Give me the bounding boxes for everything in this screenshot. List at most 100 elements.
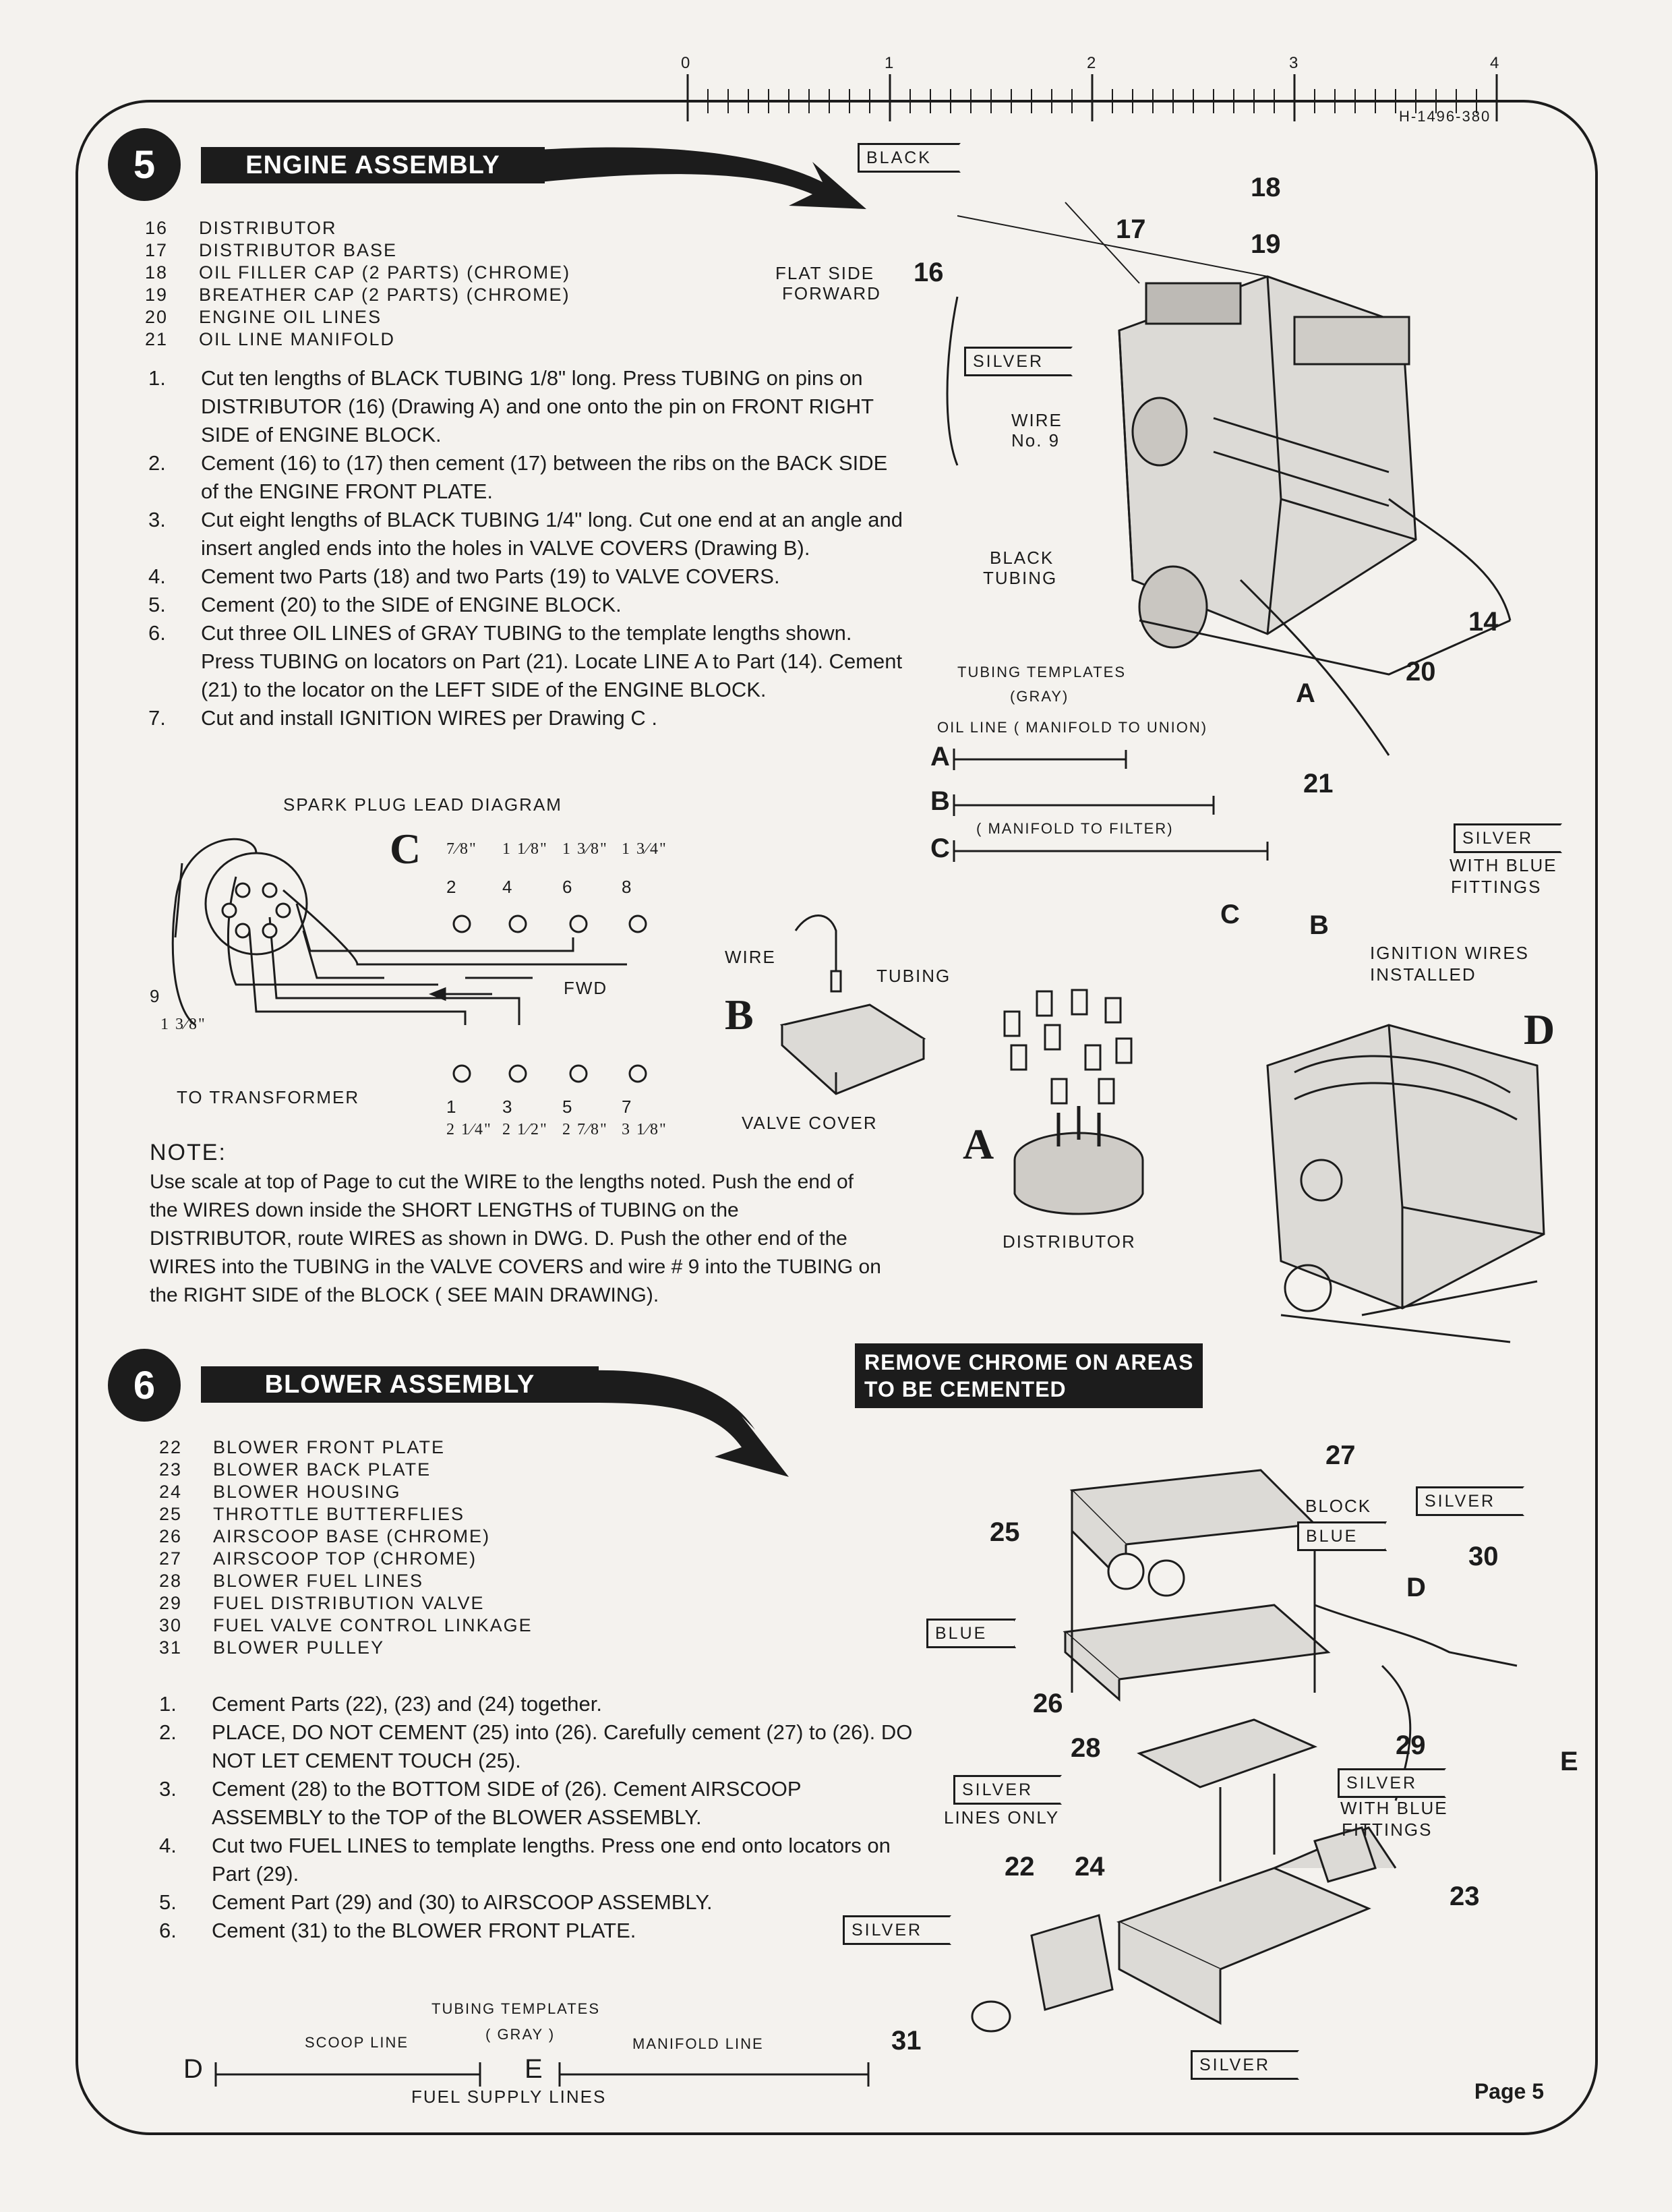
cylinder-number: 1 — [446, 1097, 458, 1117]
color-tag-silver: SILVER — [1416, 1486, 1525, 1516]
section-arrow-icon — [593, 1370, 789, 1477]
section-6-steps: 1.Cement Parts (22), (23) and (24) toget… — [159, 1690, 914, 1945]
engine-main-illustration — [946, 202, 1512, 756]
note-body: Use scale at top of Page to cut the WIRE… — [150, 1171, 881, 1306]
scoop-line-caption: SCOOP LINE — [305, 2034, 409, 2051]
drawing-b-tubing-label: TUBING — [876, 966, 951, 986]
lines-only-label: LINES ONLY — [944, 1807, 1060, 1828]
wire-length-label: 2 1⁄4" — [446, 1121, 492, 1138]
color-tag-blue: BLUE — [926, 1619, 1017, 1648]
wire-length-label: 3 1⁄8" — [622, 1121, 667, 1138]
instruction-step: 4.Cut two FUEL LINES to template lengths… — [159, 1834, 891, 1886]
fuel-line-template-bars — [214, 2062, 870, 2087]
callout-C: C — [1220, 900, 1240, 929]
callout-27: 27 — [1325, 1440, 1356, 1470]
manifold-line-caption: MANIFOLD LINE — [632, 2035, 764, 2052]
callout-25: 25 — [990, 1517, 1020, 1547]
callout-16: 16 — [914, 258, 944, 287]
instruction-step: 1.Cement Parts (22), (23) and (24) toget… — [159, 1692, 602, 1716]
ignition-wires-label: IGNITION WIRES — [1370, 943, 1529, 963]
drawing-b-wire-label: WIRE — [725, 947, 776, 967]
ignition-wires-label: INSTALLED — [1370, 964, 1476, 985]
callout-B: B — [1309, 910, 1329, 940]
distributor-illustration — [1003, 989, 1144, 1215]
scale-label-4: 4 — [1490, 54, 1499, 72]
forward-label: FORWARD — [782, 283, 881, 303]
notice-line: REMOVE CHROME ON AREAS — [864, 1350, 1194, 1374]
color-tag-silver: SILVER — [1191, 2050, 1300, 2080]
wire-length-label: 1 1⁄8" — [502, 840, 548, 858]
scale-label-1: 1 — [885, 54, 894, 72]
tubing-templates-title: TUBING TEMPLATES — [431, 2000, 601, 2017]
cylinder-number: 6 — [562, 877, 574, 897]
callout-26: 26 — [1033, 1689, 1063, 1718]
cylinder-number: 7 — [622, 1097, 633, 1117]
instruction-step: 7.Cut and install IGNITION WIRES per Dra… — [148, 706, 658, 730]
oil-line-template-bars — [953, 749, 1269, 862]
tubing-templates-subtitle: ( GRAY ) — [485, 2026, 556, 2043]
flat-side-label: FLAT SIDE — [775, 263, 875, 283]
callout-14: 14 — [1468, 607, 1499, 637]
note-title: NOTE: — [150, 1140, 227, 1165]
callout-E: E — [1560, 1747, 1578, 1776]
callout-A: A — [1296, 678, 1315, 708]
wire-9-length: 1 3⁄8" — [160, 1016, 206, 1033]
color-tag-silver: SILVER — [964, 347, 1073, 376]
callout-24: 24 — [1075, 1852, 1105, 1882]
color-tag-black: BLACK — [858, 143, 961, 173]
fittings-label: FITTINGS — [1342, 1820, 1433, 1840]
step-6-badge: 6 — [108, 1349, 181, 1422]
page-border — [76, 100, 1598, 2135]
spark-plug-diagram-title: SPARK PLUG LEAD DIAGRAM — [283, 794, 562, 815]
callout-29: 29 — [1396, 1730, 1426, 1760]
section-5-steps: 1.Cut ten lengths of BLACK TUBING 1/8" l… — [148, 364, 910, 732]
callout-23: 23 — [1450, 1882, 1480, 1911]
template-letter-C: C — [930, 834, 950, 863]
wire-length-label: 1 3⁄4" — [622, 840, 667, 858]
color-tag-silver: SILVER — [953, 1775, 1063, 1805]
cylinder-number: 4 — [502, 877, 514, 897]
callout-18: 18 — [1251, 173, 1281, 202]
instruction-step: 4.Cement two Parts (18) and two Parts (1… — [148, 564, 780, 588]
wire-number-label: No. 9 — [1011, 430, 1061, 450]
instruction-step: 5.Cement (20) to the SIDE of ENGINE BLOC… — [148, 593, 622, 616]
page-number: Page 5 — [1474, 2079, 1544, 2103]
oil-line-caption: OIL LINE ( MANIFOLD TO UNION) — [937, 719, 1208, 736]
drawing-c-letter: C — [390, 825, 421, 873]
scale-label-0: 0 — [681, 54, 690, 72]
callout-28: 28 — [1071, 1733, 1101, 1763]
callout-31: 31 — [891, 2026, 922, 2056]
black-tubing-label: BLACK — [990, 548, 1054, 568]
instruction-step: 3.Cut eight lengths of BLACK TUBING 1/4"… — [148, 508, 903, 560]
callout-21: 21 — [1303, 769, 1334, 798]
color-tag-blue: BLUE — [1297, 1521, 1387, 1551]
cylinder-number: 8 — [622, 877, 633, 897]
remove-chrome-notice: REMOVE CHROME ON AREAS TO BE CEMENTED — [855, 1343, 1203, 1408]
distributor-label: DISTRIBUTOR — [1003, 1231, 1136, 1252]
color-tag-silver: SILVER — [843, 1915, 952, 1945]
callout-30: 30 — [1468, 1542, 1499, 1571]
callout-17: 17 — [1116, 214, 1146, 244]
callout-D: D — [1406, 1573, 1426, 1602]
tubing-templates-title: TUBING TEMPLATES — [957, 664, 1127, 680]
template-letter-D: D — [183, 2054, 203, 2084]
scale-label-2: 2 — [1087, 54, 1096, 72]
cylinder-number: 5 — [562, 1097, 574, 1117]
callout-22: 22 — [1005, 1852, 1035, 1882]
notice-line: TO BE CEMENTED — [864, 1377, 1067, 1401]
section-arrow-icon — [539, 147, 866, 209]
fuel-supply-lines-label: FUEL SUPPLY LINES — [411, 2087, 607, 2107]
block-label: BLOCK — [1305, 1496, 1372, 1516]
instruction-step: 1.Cut ten lengths of BLACK TUBING 1/8" l… — [148, 366, 874, 446]
template-letter-A: A — [930, 742, 950, 772]
